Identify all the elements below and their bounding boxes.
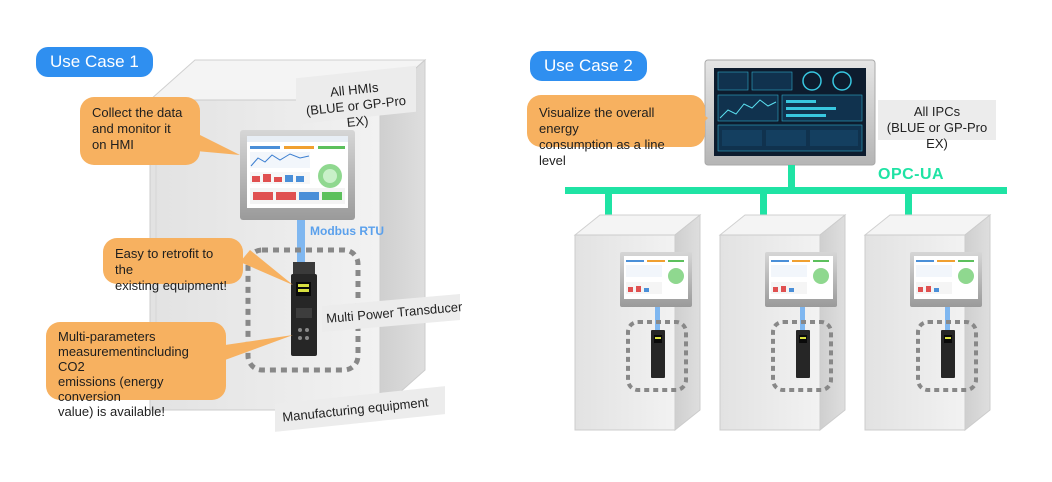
callout-visualize-line-1: Visualize the overall energy (539, 105, 655, 136)
callout-collect-line-2: and monitor it (92, 121, 171, 136)
callout-retrofit-line-2: existing equipment! (115, 278, 228, 293)
hmi-panel (240, 130, 355, 220)
callout-collect-data: Collect the data and monitor it on HMI (80, 97, 200, 165)
callout-multi-parameters: Multi-parameters measurementincluding CO… (46, 322, 226, 419)
callout-retrofit-tail (240, 250, 293, 285)
callout-retrofit: Easy to retrofit to the existing equipme… (103, 238, 243, 293)
callout-collect-line-1: Collect the data (92, 105, 183, 120)
use-case-1-badge: Use Case 1 (36, 47, 153, 77)
use-case-2-label: Use Case 2 (544, 56, 633, 75)
callout-collect-line-3: on HMI (92, 137, 134, 152)
callout-multi-line-4: value) is available! (58, 404, 165, 419)
modbus-rtu-label: Modbus RTU (310, 224, 384, 238)
small-cabinet-1 (573, 213, 702, 432)
callout-multi-line-2: measurementincluding CO2 (58, 344, 189, 374)
opc-ua-network (565, 165, 1007, 218)
callout-multi-line-3: emissions (energy conversion (58, 374, 164, 404)
ipc-label-line-2: (BLUE or GP-Pro EX) (886, 120, 988, 151)
ipc-label-box (878, 100, 996, 140)
callout-retrofit-line-1: Easy to retrofit to the (115, 246, 214, 277)
opc-ua-label: OPC-UA (878, 166, 945, 183)
small-cabinet-2 (718, 213, 847, 432)
callout-visualize-line-2: consumption as a line level (539, 137, 665, 168)
small-cabinet-3 (863, 213, 992, 432)
power-transducer-device (291, 262, 317, 356)
ipc-label: All IPCs (BLUE or GP-Pro EX) (878, 104, 996, 152)
callout-visualize: Visualize the overall energy consumption… (527, 95, 705, 168)
use-case-1-label: Use Case 1 (50, 52, 139, 71)
callout-multi-line-1: Multi-parameters (58, 329, 156, 344)
modbus-connection-line (297, 220, 305, 268)
callout-multi-tail (225, 335, 293, 360)
ipc-label-line-1: All IPCs (913, 104, 961, 119)
equipment-zone-outline (245, 247, 361, 373)
use-case-2-badge: Use Case 2 (530, 51, 647, 81)
ipc-monitor (704, 59, 876, 166)
